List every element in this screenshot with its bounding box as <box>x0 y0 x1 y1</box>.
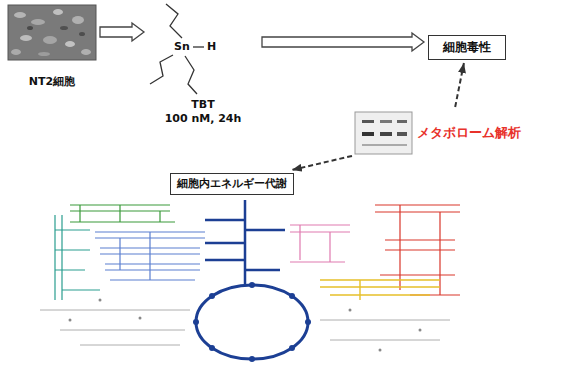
metabolic-map <box>99 299 102 302</box>
tbt-structure <box>150 4 204 94</box>
cell-photo <box>14 12 26 18</box>
node-text: 細胞毒性 <box>443 40 491 55</box>
metabolic-map <box>69 319 72 322</box>
cell-photo <box>8 5 96 60</box>
metabolic-map <box>193 319 199 325</box>
dashed-arrow <box>292 156 352 170</box>
metabolic-map <box>205 200 285 284</box>
process-box: 細胞毒性 <box>428 35 506 60</box>
tbt-structure <box>166 4 182 38</box>
process-box: 細胞内エネルギー代謝 <box>170 173 294 195</box>
metabolic-map <box>70 205 175 222</box>
compound: TBT100 nM, 24h <box>148 0 258 126</box>
cell-photo <box>27 26 33 30</box>
blot-image <box>362 120 374 123</box>
cell-photo <box>43 36 57 44</box>
blot-image <box>397 120 407 123</box>
cell-photo <box>11 49 21 55</box>
tbt-structure <box>150 55 173 84</box>
dashed-arrow <box>455 63 464 107</box>
node-text: 100 nM, 24h <box>165 112 242 126</box>
node-text: メタボローム解析 <box>417 125 521 141</box>
metabolic-map <box>193 282 311 362</box>
blot-image <box>355 112 412 154</box>
metabolic-map <box>40 200 460 362</box>
node-text: 細胞内エネルギー代謝 <box>177 177 287 191</box>
metabolic-map <box>320 280 440 300</box>
metabolic-map <box>349 309 352 312</box>
metabolic-map <box>249 356 255 362</box>
block-arrow <box>100 23 144 41</box>
analysis-label: メタボローム解析 <box>355 110 545 156</box>
metabolic-map <box>289 293 295 299</box>
tbt-structure <box>185 56 197 94</box>
blot-image <box>362 132 374 136</box>
cell-photo <box>65 41 75 47</box>
cell-photo <box>20 35 32 41</box>
cell-photo <box>31 19 45 25</box>
blot-image <box>397 132 407 136</box>
metabolic-map <box>209 345 215 351</box>
atom-label: Sn <box>174 40 190 53</box>
node-text: NT2細胞 <box>29 75 75 89</box>
metabolic-map <box>209 293 215 299</box>
cell-photo <box>72 16 84 24</box>
cell-photo <box>38 52 50 56</box>
metabolic-map <box>40 310 450 345</box>
cell-image: NT2細胞 <box>8 5 96 89</box>
metabolic-map <box>379 349 382 352</box>
cell-photo <box>8 5 96 60</box>
metabolic-map <box>290 225 350 262</box>
metabolic-map <box>419 329 422 332</box>
blot-image <box>380 120 392 123</box>
metabolic-map <box>139 317 142 320</box>
tbt-structure <box>193 46 204 47</box>
cell-photo <box>60 26 68 30</box>
metabolic-map <box>375 205 460 295</box>
metabolic-map <box>55 215 100 300</box>
block-arrow <box>262 33 424 51</box>
node-text: TBT <box>191 98 214 112</box>
metabolic-map <box>196 285 308 359</box>
atom-label: H <box>207 40 216 53</box>
metabolic-map <box>69 299 422 352</box>
cell-photo <box>79 32 85 36</box>
metabolic-map <box>95 232 205 280</box>
metabolic-map <box>249 282 255 288</box>
cell-photo <box>53 9 63 15</box>
blot-image <box>380 132 392 136</box>
cell-photo <box>81 49 91 55</box>
blot-image <box>355 112 412 154</box>
metabolic-map <box>289 345 295 351</box>
metabolic-map <box>305 319 311 325</box>
blot-image <box>362 144 407 146</box>
